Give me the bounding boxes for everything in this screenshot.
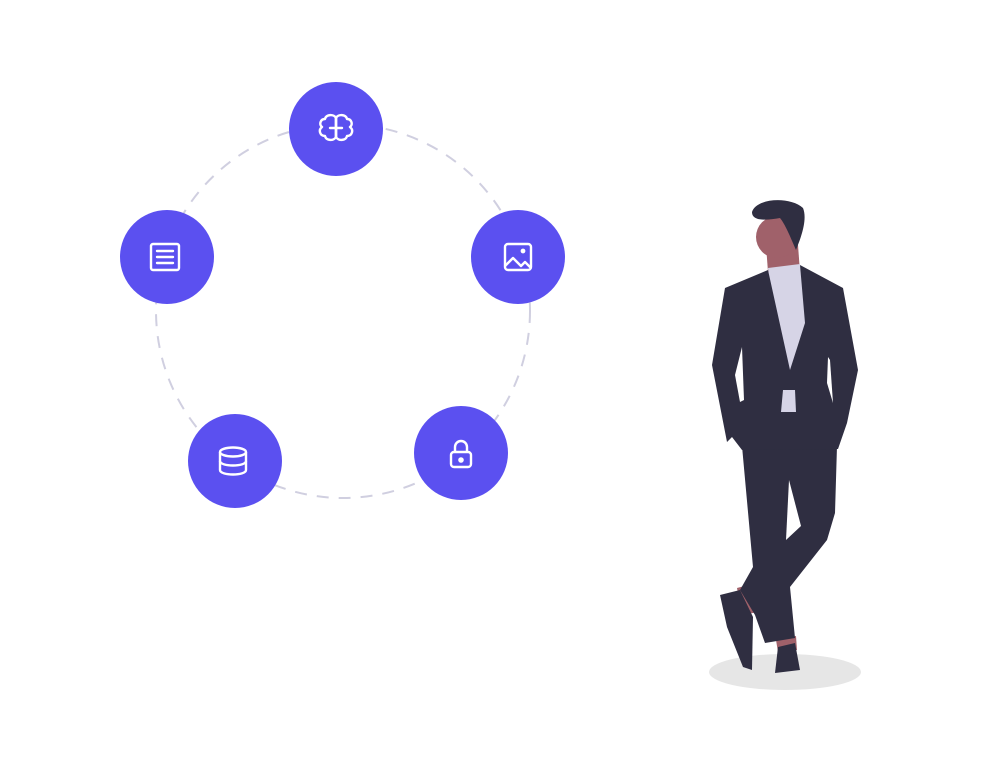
lock-icon — [449, 439, 473, 469]
pants-gap — [786, 480, 801, 540]
node-database — [188, 414, 282, 508]
person-figure — [709, 200, 861, 690]
arm-gap-left — [735, 347, 744, 402]
brain-icon — [318, 113, 354, 142]
image-icon — [503, 242, 533, 272]
pants — [740, 446, 837, 643]
node-brain — [289, 82, 383, 176]
node-article — [120, 210, 214, 304]
shoe-right — [775, 643, 800, 673]
shirt-bottom — [781, 390, 796, 412]
article-list-icon — [149, 242, 181, 272]
hair — [752, 200, 805, 250]
node-lock — [414, 406, 508, 500]
database-icon — [218, 446, 248, 476]
node-image — [471, 210, 565, 304]
jacket — [712, 265, 858, 450]
shoe-left — [720, 590, 753, 670]
arm-gap-right — [827, 357, 833, 403]
